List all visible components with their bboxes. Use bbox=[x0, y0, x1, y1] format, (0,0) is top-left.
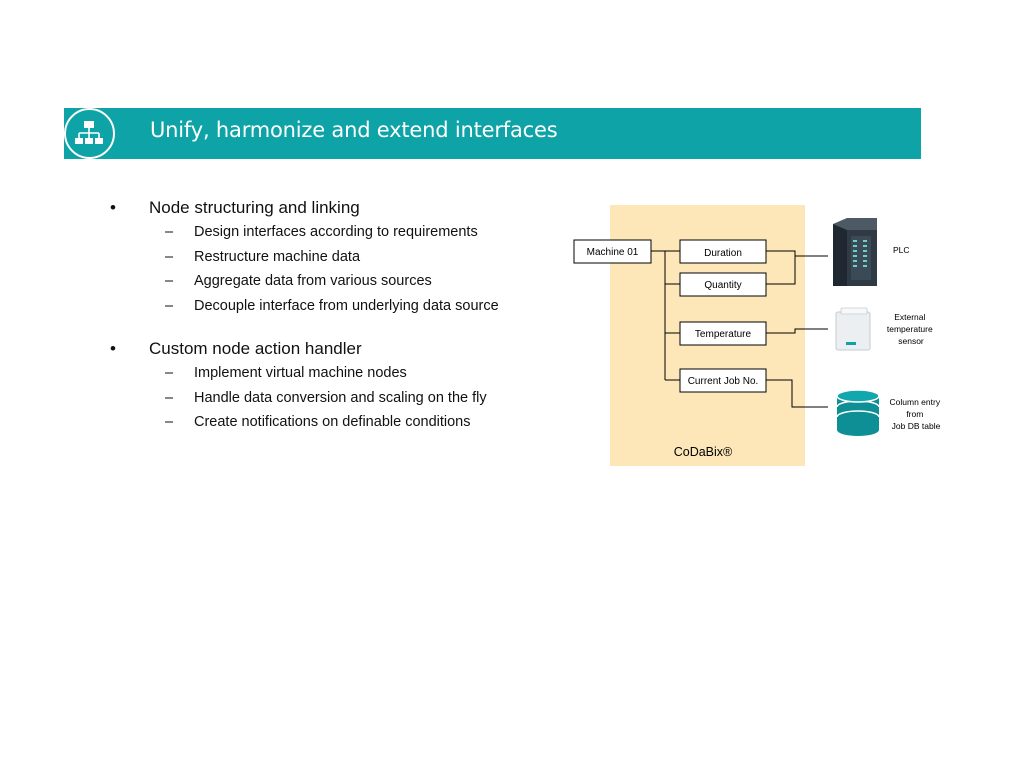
list-item-text: Create notifications on definable condit… bbox=[194, 414, 471, 430]
job-node-label: Current Job No. bbox=[688, 376, 759, 387]
title-banner bbox=[64, 108, 921, 159]
machine-node bbox=[573, 239, 652, 264]
machine-node-label: Machine 01 bbox=[587, 247, 639, 258]
bullet-marker: • bbox=[110, 339, 116, 358]
list-item-text: Implement virtual machine nodes bbox=[194, 365, 407, 381]
section-title: Node structuring and linking bbox=[149, 198, 360, 217]
duration-node bbox=[679, 239, 767, 264]
bullet-marker: • bbox=[110, 198, 116, 217]
list-item: –Restructure machine data bbox=[165, 248, 361, 265]
list-item-text: Decouple interface from underlying data … bbox=[194, 297, 499, 314]
temperature-node-label: Temperature bbox=[695, 329, 752, 340]
hierarchy-icon bbox=[64, 108, 115, 159]
quantity-node bbox=[679, 272, 767, 297]
sensor-icon bbox=[835, 307, 871, 351]
sensor-label: External temperature sensor bbox=[887, 312, 935, 346]
tree-connectors bbox=[651, 250, 680, 381]
list-item-text: Restructure machine data bbox=[194, 248, 361, 265]
section-heading: • Node structuring and linking bbox=[110, 198, 580, 224]
plc-label: PLC bbox=[893, 245, 910, 255]
database-icon bbox=[836, 389, 880, 436]
list-item: –Design interfaces according to requirem… bbox=[165, 224, 478, 240]
section-title: Custom node action handler bbox=[149, 339, 362, 358]
list-item: –Create notifications on definable condi… bbox=[165, 414, 471, 430]
plc-icon bbox=[833, 218, 877, 286]
duration-node-label: Duration bbox=[704, 248, 742, 259]
feature-list: • Node structuring and linking –Design i… bbox=[110, 198, 580, 439]
quantity-node-label: Quantity bbox=[704, 280, 741, 291]
list-item-text: Aggregate data from various sources bbox=[194, 273, 432, 289]
page-title: Unify, harmonize and extend interfaces bbox=[150, 118, 558, 142]
list-item: –Implement virtual machine nodes bbox=[165, 365, 407, 381]
section-heading: • Custom node action handler bbox=[110, 339, 580, 365]
database-label: Column entry from Job DB table bbox=[890, 397, 943, 431]
source-connectors bbox=[766, 250, 828, 408]
temperature-node bbox=[679, 321, 767, 346]
list-item: –Aggregate data from various sources bbox=[165, 273, 432, 289]
list-item-text: Handle data conversion and scaling on th… bbox=[194, 389, 487, 406]
codabix-label: CoDaBix® bbox=[674, 445, 733, 459]
list-item: –Decouple interface from underlying data… bbox=[165, 297, 499, 314]
list-item: –Handle data conversion and scaling on t… bbox=[165, 389, 487, 406]
job-node bbox=[679, 368, 767, 393]
list-item-text: Design interfaces according to requireme… bbox=[194, 224, 478, 240]
